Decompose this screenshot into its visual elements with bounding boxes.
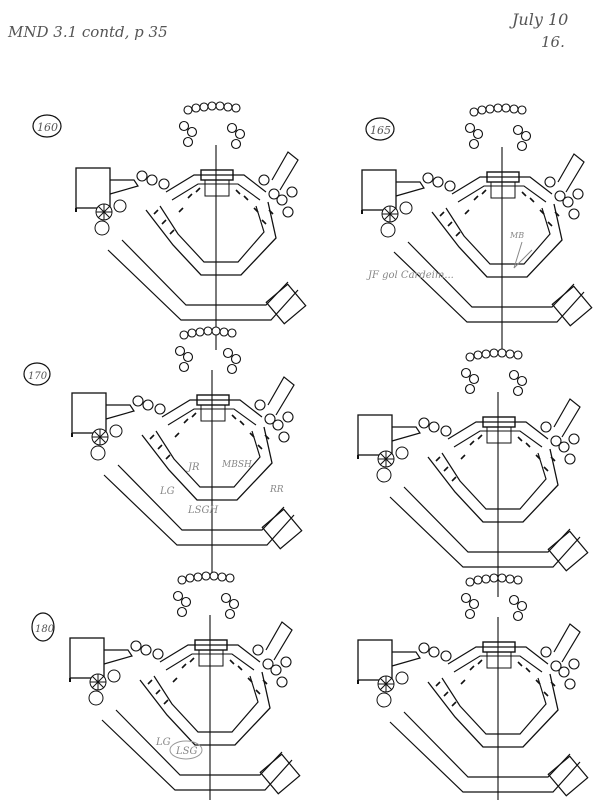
panel-number-1: 160 [32, 114, 62, 138]
panel-number-2-text: 165 [370, 124, 391, 137]
panel-number-3: 170 [23, 362, 51, 386]
note-p3-lg: LG [159, 486, 175, 497]
panel-3 [71, 326, 303, 576]
panel-number-5: 180 [31, 612, 55, 642]
panel-number-3-text: 170 [28, 371, 48, 382]
note-p5-lsg: LSG [175, 746, 197, 757]
panel-4 [357, 348, 589, 598]
note-p2-mb: MB [509, 231, 524, 240]
note-p3-mbsh: MBSH [221, 460, 252, 470]
note-p3-rr: RR [269, 485, 284, 495]
panel-number-5-text: 180 [35, 624, 55, 635]
note-p3-jr: JR [186, 462, 200, 473]
panel-6 [357, 573, 589, 800]
note-p2-cardeim: JF gol Cardeim... [366, 270, 454, 281]
panel-5 [69, 571, 301, 800]
panel-1 [75, 101, 307, 351]
panel-number-1-text: 160 [37, 121, 58, 134]
note-p5-lg: LG [155, 737, 171, 748]
header-note: MND 3.1 contd, p 35 [7, 23, 168, 41]
panel-2 [361, 103, 593, 353]
header-page-number: 16. [541, 33, 565, 51]
note-p3-lsgh: LSGH [187, 505, 218, 516]
panel-number-2: 165 [365, 117, 395, 141]
header-date: July 10 [509, 10, 568, 29]
